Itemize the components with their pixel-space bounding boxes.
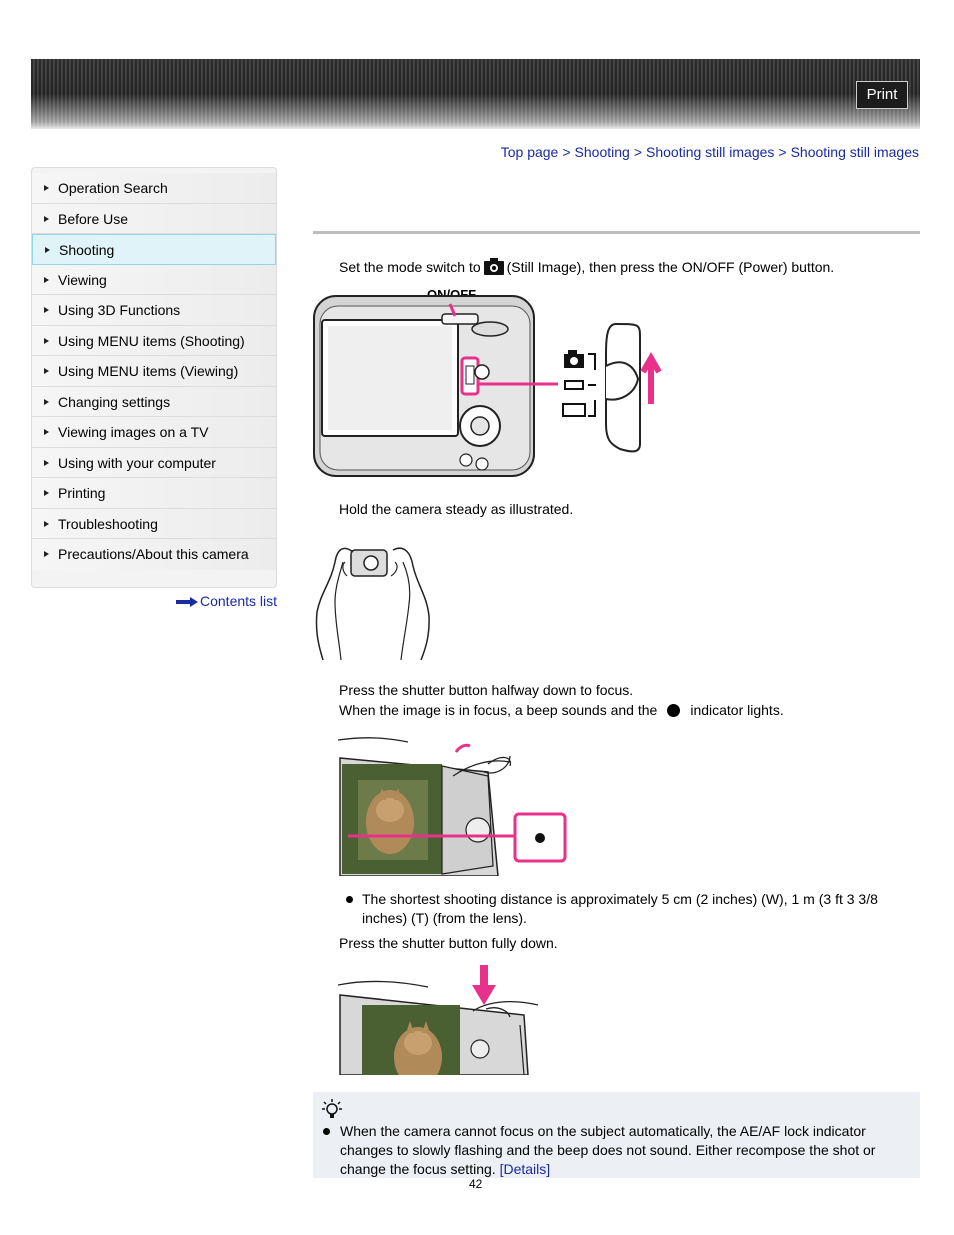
sidebar-item-label: Printing <box>58 485 106 501</box>
sidebar-nav: Operation Search Before Use Shooting Vie… <box>31 167 277 588</box>
sidebar-item-viewing[interactable]: Viewing <box>32 264 276 295</box>
step-3-line-1: Press the shutter button halfway down to… <box>339 682 634 698</box>
sidebar-item-before-use[interactable]: Before Use <box>32 203 276 234</box>
half-press-illustration <box>338 737 567 876</box>
sidebar-item-changing-settings[interactable]: Changing settings <box>32 386 276 417</box>
step-3-line-2-after: indicator lights. <box>690 702 784 718</box>
arrow-right-icon <box>44 276 49 283</box>
holding-camera-illustration <box>315 547 430 661</box>
sidebar-item-troubleshooting[interactable]: Troubleshooting <box>32 508 276 539</box>
sidebar-item-menu-viewing[interactable]: Using MENU items (Viewing) <box>32 356 276 387</box>
breadcrumb-shooting-still-images[interactable]: Shooting still images <box>646 144 775 160</box>
hint-body: When the camera cannot focus on the subj… <box>340 1123 876 1177</box>
breadcrumb-separator: > <box>778 144 787 160</box>
sidebar-item-label: Operation Search <box>58 180 168 196</box>
arrow-right-icon <box>44 490 49 496</box>
breadcrumb-current[interactable]: Shooting still images <box>790 144 919 160</box>
title-divider <box>313 231 920 234</box>
step-4-text: Press the shutter button fully down. <box>339 935 558 951</box>
sidebar-item-precautions[interactable]: Precautions/About this camera <box>32 539 276 570</box>
sidebar-item-label: Using MENU items (Viewing) <box>58 363 239 379</box>
step-1-text-after: (Still Image), then press the ON/OFF (Po… <box>506 259 835 275</box>
sidebar-item-label: Using 3D Functions <box>58 302 181 318</box>
sidebar-item-label: Viewing images on a TV <box>58 424 209 440</box>
step-3-line-2-before: When the image is in focus, a beep sound… <box>339 702 658 718</box>
breadcrumb-separator: > <box>633 144 642 160</box>
arrow-right-icon <box>44 520 49 527</box>
arrow-right-icon <box>44 398 49 405</box>
arrow-right-icon <box>44 185 49 191</box>
arrow-right-icon <box>44 551 49 557</box>
bullet-icon <box>323 1128 330 1135</box>
focus-indicator-icon <box>667 704 681 717</box>
breadcrumb-shooting[interactable]: Shooting <box>574 144 630 160</box>
breadcrumb: Top page>Shooting>Shooting still images>… <box>501 144 919 160</box>
sidebar-item-3d-functions[interactable]: Using 3D Functions <box>32 295 276 326</box>
sidebar-item-computer[interactable]: Using with your computer <box>32 447 276 478</box>
sidebar-item-label: Troubleshooting <box>58 515 158 532</box>
details-link[interactable]: [Details] <box>499 1161 551 1177</box>
arrow-right-icon <box>44 307 49 313</box>
breadcrumb-top-page[interactable]: Top page <box>500 144 559 160</box>
arrow-right-icon <box>44 337 49 344</box>
sidebar-item-label: Before Use <box>58 210 129 227</box>
shooting-distance-note: The shortest shooting distance is approx… <box>346 890 886 928</box>
sidebar-item-label: Viewing <box>58 271 107 288</box>
arrow-right-icon <box>45 247 50 253</box>
bullet-icon <box>346 896 353 903</box>
mode-switch-illustration: ON/OFF <box>313 287 662 477</box>
hint-box: When the camera cannot focus on the subj… <box>313 1092 920 1178</box>
sidebar-item-label: Changing settings <box>58 393 171 410</box>
page-number: 42 <box>469 1177 483 1191</box>
arrow-right-icon <box>44 459 49 466</box>
sidebar-item-operation-search[interactable]: Operation Search <box>32 173 276 204</box>
lightbulb-hint-icon <box>322 1099 342 1118</box>
breadcrumb-separator: > <box>562 144 571 160</box>
full-press-illustration <box>338 965 539 1075</box>
sidebar-item-shooting[interactable]: Shooting <box>32 234 276 265</box>
sidebar-item-label: Shooting <box>59 242 115 258</box>
contents-list-link[interactable]: Contents list <box>176 593 277 609</box>
hint-text: When the camera cannot focus on the subj… <box>323 1122 893 1179</box>
sidebar-item-viewing-tv[interactable]: Viewing images on a TV <box>32 417 276 448</box>
still-camera-icon <box>483 258 504 275</box>
arrow-right-icon <box>44 429 49 435</box>
arrow-right-icon <box>44 215 49 222</box>
step-1-text: Set the mode switch to (Still Image), th… <box>339 258 834 275</box>
page-header: Print <box>31 59 920 129</box>
shooting-distance-text: The shortest shooting distance is approx… <box>362 891 878 926</box>
sidebar-item-printing[interactable]: Printing <box>32 478 276 509</box>
print-button[interactable]: Print <box>856 81 908 109</box>
contents-list-label: Contents list <box>200 593 278 609</box>
step-3-line-2: When the image is in focus, a beep sound… <box>339 702 784 718</box>
sidebar-item-label: Precautions/About this camera <box>58 546 249 562</box>
sidebar-item-menu-shooting[interactable]: Using MENU items (Shooting) <box>32 325 276 356</box>
arrow-right-icon <box>44 368 49 374</box>
sidebar-item-label: Using MENU items (Shooting) <box>58 332 245 349</box>
step-1-text-before: Set the mode switch to <box>339 259 481 275</box>
step-2-text: Hold the camera steady as illustrated. <box>339 501 574 517</box>
arrow-link-icon <box>176 597 198 608</box>
sidebar-item-label: Using with your computer <box>58 454 216 471</box>
hint-paragraph: When the camera cannot focus on the subj… <box>323 1122 893 1179</box>
